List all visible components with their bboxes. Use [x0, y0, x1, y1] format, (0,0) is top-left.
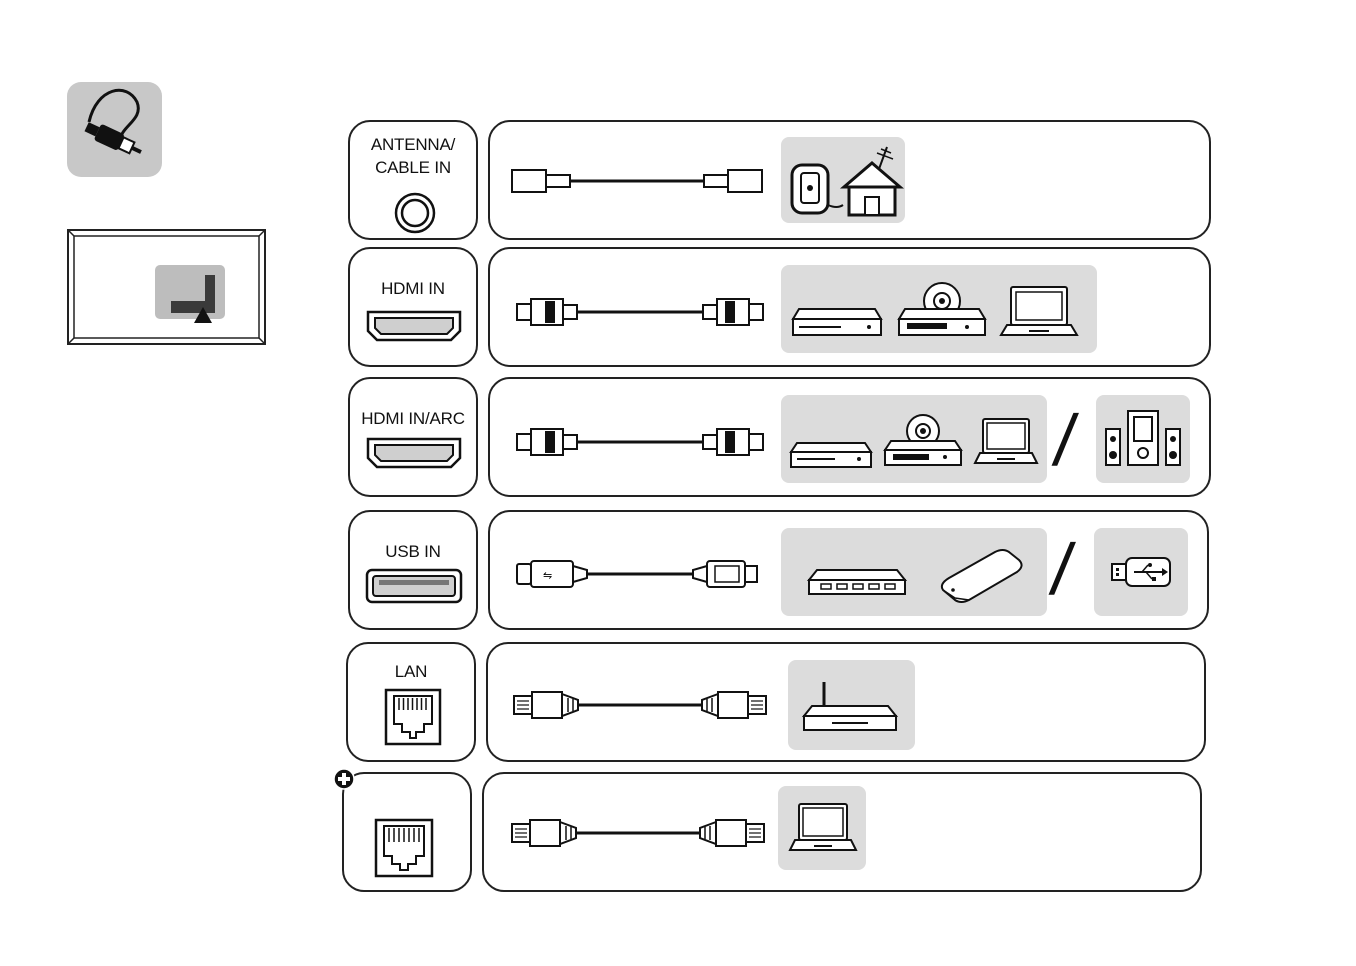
hdmi-arc-port-label: HDMI IN/ARC — [350, 407, 476, 430]
usb-port-box: USB IN — [348, 510, 478, 630]
usb-flash-panel — [1094, 528, 1188, 616]
coax-cable-icon — [510, 166, 765, 196]
lan-device-panel — [788, 660, 915, 750]
hdmi-device-panel — [781, 265, 1097, 353]
usb-hub-icon — [807, 568, 907, 596]
coax-jack-icon — [393, 192, 437, 234]
laptop-icon — [1001, 285, 1077, 339]
plus-badge-icon — [333, 768, 355, 790]
laptop-icon — [975, 417, 1037, 467]
usb-flash-icon — [1110, 556, 1174, 588]
hard-drive-icon — [935, 548, 1025, 608]
lan2-cable-icon — [510, 818, 766, 848]
dvd-player-icon — [883, 413, 963, 469]
hdmi-arc-separator: / — [1051, 409, 1080, 473]
lan-port-box: LAN — [346, 642, 476, 762]
usb-jack-icon — [365, 568, 463, 604]
settop-box-icon — [789, 439, 873, 471]
hdmi-arc-jack-icon — [365, 436, 463, 470]
usb-cable-icon: ⇋ — [515, 558, 760, 590]
antenna-cable-box — [488, 120, 1211, 240]
router-icon — [802, 680, 898, 732]
hdmi-cable-icon — [515, 297, 765, 327]
hdmi-arc-cable-box: / — [488, 377, 1211, 497]
lan2-port-box — [342, 772, 472, 892]
usb-separator: / — [1048, 538, 1077, 602]
hdmi-port-box: HDMI IN — [348, 247, 478, 367]
lan2-cable-box — [482, 772, 1202, 892]
cable-plug-icon — [67, 82, 162, 177]
hdmi-jack-icon — [365, 309, 463, 343]
antenna-port-label-1: ANTENNA/ — [350, 133, 476, 156]
hdmi-arc-audio-panel — [1096, 395, 1190, 483]
svg-text:⇋: ⇋ — [543, 569, 552, 582]
lan-cable-icon — [512, 690, 768, 720]
usb-device-panel — [781, 528, 1047, 616]
antenna-port-label-2: CABLE IN — [350, 156, 476, 179]
dvd-player-icon — [897, 281, 987, 339]
hdmi-cable-box — [488, 247, 1211, 367]
hdmi-arc-device-panel — [781, 395, 1047, 483]
usb-port-label: USB IN — [350, 540, 476, 563]
cable-badge — [67, 82, 162, 177]
speaker-system-icon — [1104, 409, 1182, 469]
hdmi-arc-cable-icon — [515, 427, 765, 457]
lan-cable-box — [486, 642, 1206, 762]
tv-rear-icon — [67, 229, 266, 345]
ethernet-jack-icon — [374, 818, 434, 878]
laptop-icon — [790, 802, 856, 854]
settop-box-icon — [791, 305, 883, 339]
hdmi-arc-port-box: HDMI IN/ARC — [348, 377, 478, 497]
antenna-house-icon — [787, 143, 899, 217]
lan-port-label: LAN — [348, 660, 474, 683]
hdmi-port-label: HDMI IN — [350, 277, 476, 300]
antenna-device-panel — [781, 137, 905, 223]
antenna-port-box: ANTENNA/ CABLE IN — [348, 120, 478, 240]
ethernet-jack-icon — [384, 688, 442, 746]
usb-cable-box: ⇋ / — [488, 510, 1209, 630]
lan2-device-panel — [778, 786, 866, 870]
